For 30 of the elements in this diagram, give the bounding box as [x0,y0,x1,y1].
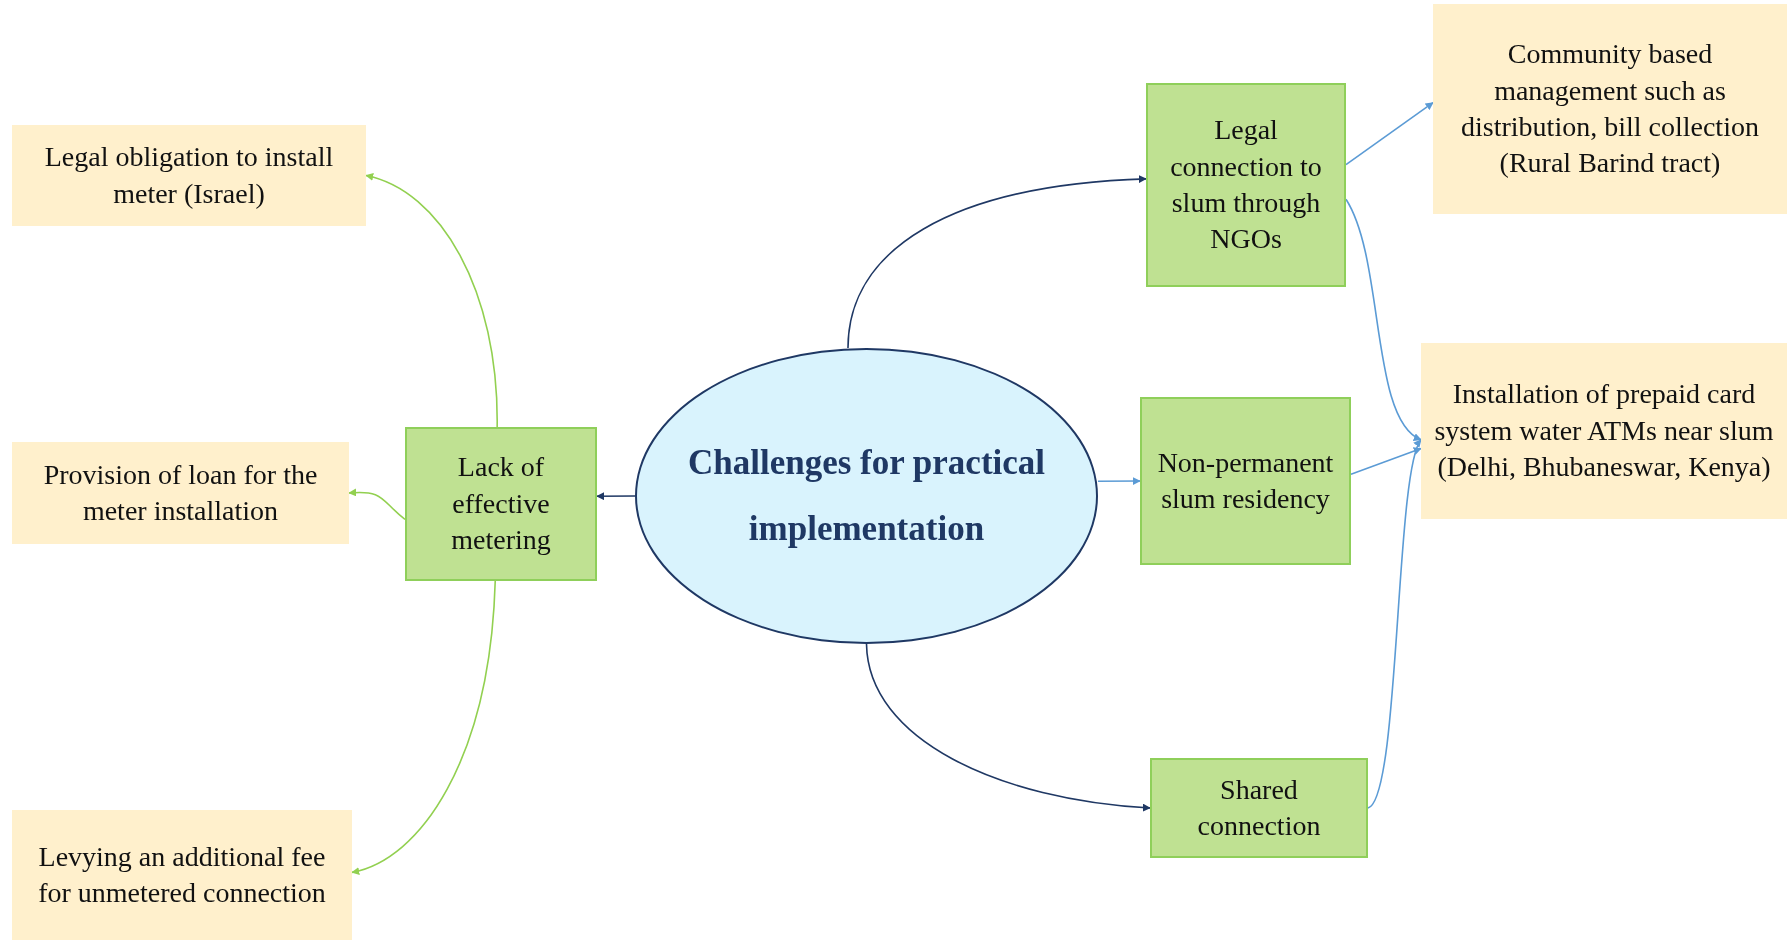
arrow [1097,477,1141,486]
solution-box [12,125,366,226]
arrow [351,580,497,875]
node-text: Levying an additional fee for unmetered connection [37,839,327,910]
arrow [1367,439,1422,809]
arrow [596,492,636,501]
arrow [365,173,498,428]
node-text: Community based management such as distribution, bill collection (Rural Barind tract) [1460,37,1760,181]
node-text: Non-permanent slum residency [1156,445,1335,516]
node-text: Challenges for practical implementation [686,441,1047,550]
arrow [348,488,406,521]
solution-box [1433,4,1787,214]
challenge-box [1150,758,1368,858]
challenge-box [405,427,597,581]
arrow [1345,198,1422,441]
node-text: Shared connection [1196,772,1322,843]
node-text: Legal obligation to install meter (Israel) [43,140,335,211]
node-text: Installation of prepaid card system water ATMs near slum (Delhi, Bhubaneswar, Kenya) [1433,377,1775,485]
node-text: Provision of loan for the meter installation [42,457,319,528]
node-text: Legal connection to slum through NGOs [1169,113,1323,257]
arrow [1350,447,1422,476]
challenge-box [1146,83,1346,287]
node-text: Lack of effective metering [450,450,552,558]
solution-box [12,442,349,544]
arrow [865,643,1151,812]
arrow [847,175,1147,349]
solution-box [12,810,352,940]
challenge-box [1140,397,1351,565]
solution-box [1421,343,1787,519]
arrow [1345,101,1434,166]
